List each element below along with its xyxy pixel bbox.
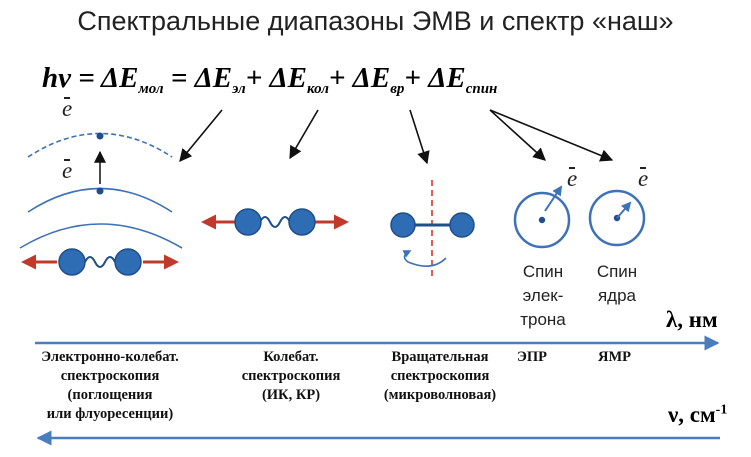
label-spin-nucleus: Спин ядра	[596, 262, 638, 305]
method-nmr: ЯМР	[598, 349, 632, 365]
electron-symbol-spin: e	[567, 166, 578, 191]
rotation-arrow	[402, 250, 447, 267]
equation-term-rotational: ΔEвр	[352, 62, 405, 97]
method-vibrational: Колебат. спектроскопия (ИК, КР)	[241, 349, 341, 403]
equation-plus-1: +	[245, 62, 270, 94]
rot-atom-right	[449, 212, 475, 238]
nu-axis-label: ν, см-1	[668, 402, 728, 427]
excited-electron	[96, 132, 104, 140]
method-electronic: Электронно-колебат. спектроскопия (погло…	[41, 349, 179, 422]
equation-term-molecular: ΔEмол	[100, 62, 164, 97]
vib-atom-right	[288, 208, 316, 236]
lambda-axis-label: λ, нм	[666, 307, 718, 332]
pointer-arrow-electronic	[179, 109, 223, 162]
electron-spin-dot	[538, 216, 546, 224]
electron-symbol-ground: e	[62, 158, 73, 183]
equation-lhs: hν	[42, 62, 71, 94]
method-rotational: Вращательная спектроскопия (микроволнова…	[383, 349, 497, 403]
equation-plus-3: +	[404, 62, 429, 94]
nucleus-spin-arrow	[616, 201, 632, 219]
pointer-arrow-vibrational	[289, 109, 319, 160]
equation-equals-2: =	[163, 62, 195, 94]
equation-plus-2: +	[328, 62, 353, 94]
equation-term-electronic: ΔEэл	[194, 62, 246, 97]
electron-symbol-excited: e	[62, 96, 73, 121]
rot-atom-left	[390, 212, 416, 238]
molecule-atom-right	[114, 248, 142, 276]
molecule-atom-left	[58, 248, 86, 276]
equation-term-vibrational: ΔEкол	[269, 62, 329, 97]
page-title: Спектральные диапазоны ЭМВ и спектр «наш…	[77, 6, 674, 36]
ground-electron	[96, 187, 104, 195]
equation-equals-1: =	[71, 62, 101, 94]
pointer-arrow-spin-nucleus	[489, 109, 614, 162]
pointer-arrow-spin-electron	[489, 109, 546, 161]
vib-atom-left	[234, 208, 262, 236]
method-epr: ЭПР	[517, 349, 547, 365]
pointer-arrow-rotational	[409, 109, 430, 165]
vib-spring	[259, 216, 291, 228]
molecule-spring	[84, 256, 116, 268]
equation-term-spin: ΔEспин	[428, 62, 498, 97]
energy-equation: hν = ΔEмол = ΔEэл+ ΔEкол+ ΔEвр+ ΔEспин	[42, 62, 497, 98]
label-spin-electron: Спин элек- трона	[520, 262, 566, 329]
outer-orbit	[19, 223, 183, 249]
electron-symbol-nucleus: e	[638, 166, 649, 191]
electron-spin-arrow	[544, 185, 563, 212]
